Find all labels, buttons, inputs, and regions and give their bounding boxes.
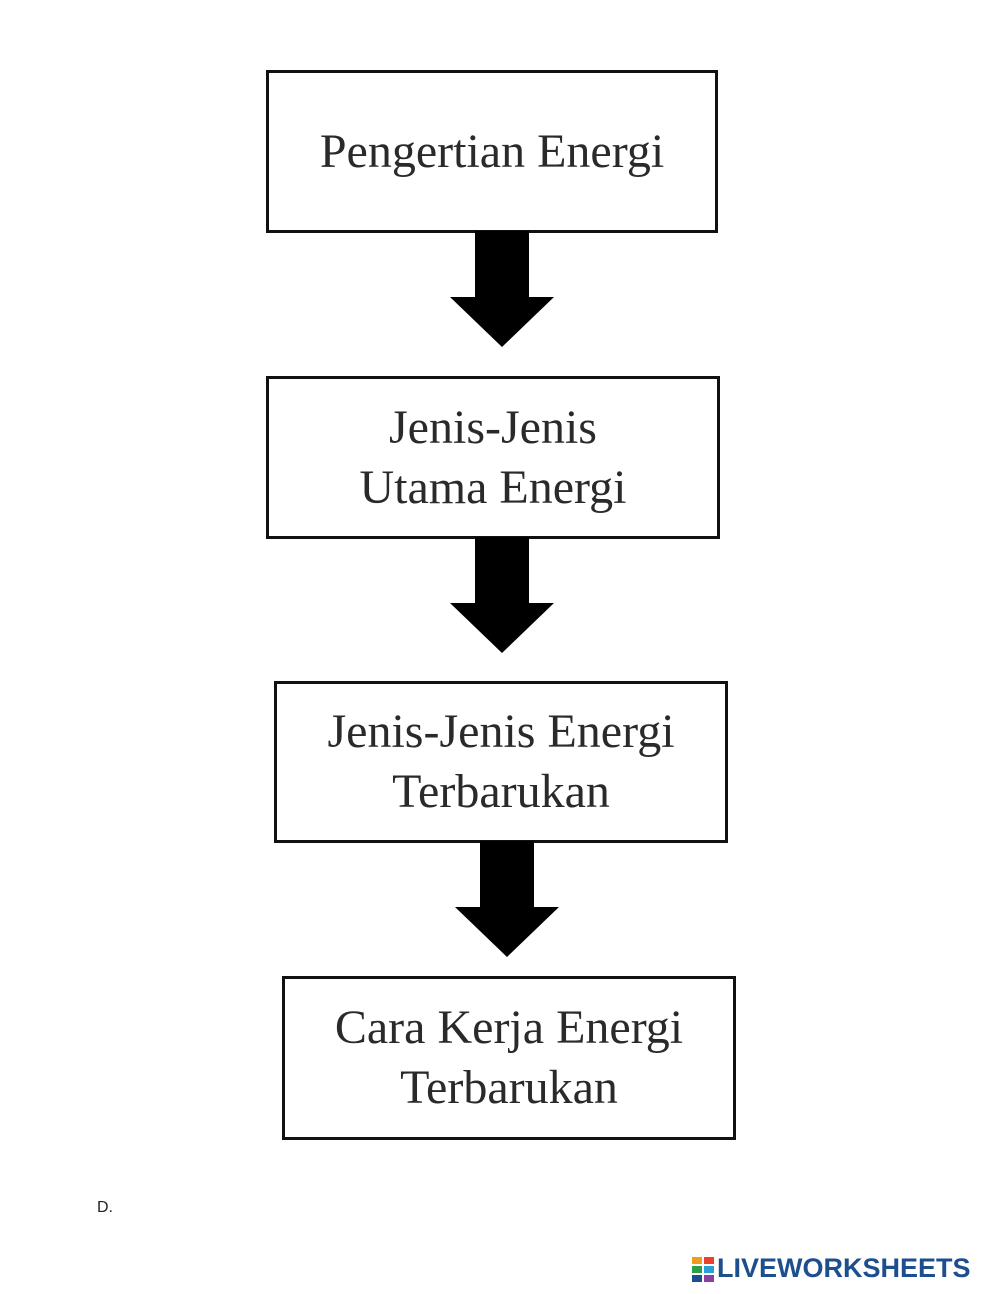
flow-box-cara-kerja-energi-terbarukan: Cara Kerja Energi Terbarukan xyxy=(282,976,736,1140)
arrow-down-icon xyxy=(450,231,554,347)
flow-box-pengertian-energi: Pengertian Energi xyxy=(266,70,718,233)
liveworksheets-logo-icon xyxy=(692,1256,714,1282)
arrow-down-icon xyxy=(450,537,554,653)
arrow-down-icon xyxy=(455,841,559,957)
liveworksheets-brand[interactable]: LIVEWORKSHEETS xyxy=(692,1253,971,1284)
flow-box-jenis-utama-energi: Jenis-Jenis Utama Energi xyxy=(266,376,720,539)
liveworksheets-wordmark: LIVEWORKSHEETS xyxy=(717,1253,971,1283)
answer-option-label: D. xyxy=(97,1199,113,1216)
flow-box-jenis-energi-terbarukan: Jenis-Jenis Energi Terbarukan xyxy=(274,681,728,843)
